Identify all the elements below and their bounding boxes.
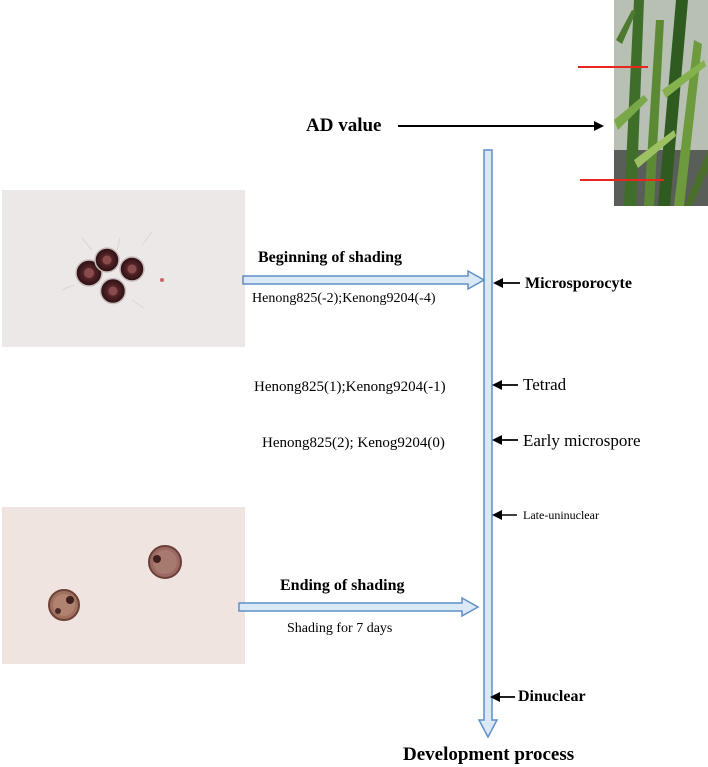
late-uninuclear-label: Late-uninuclear	[523, 508, 599, 522]
shading-duration-label: Shading for 7 days	[287, 621, 393, 636]
dinuclear-label: Dinuclear	[518, 688, 586, 705]
pollen-photo	[2, 507, 245, 664]
ad-beginning-label: Henong825(-2);Kenong9204(-4)	[252, 291, 436, 306]
microsporocyte-photo	[2, 190, 245, 347]
development-process-label: Development process	[403, 744, 575, 765]
ad-tetrad-label: Henong825(1);Kenong9204(-1)	[254, 379, 446, 395]
beginning-shading-arrow	[242, 269, 486, 291]
tetrad-label: Tetrad	[523, 375, 567, 394]
ad-value-label: AD value	[306, 115, 382, 136]
ad-early-label: Henong825(2); Kenog9204(0)	[262, 435, 445, 451]
wheat-plants	[614, 0, 708, 206]
ending-shading-arrow	[238, 596, 480, 618]
microsporocyte-label: Microsporocyte	[525, 275, 632, 292]
microsporocyte-cells	[61, 231, 164, 309]
timeline-arrow	[477, 149, 499, 739]
pollen-grains	[48, 545, 182, 621]
ending-shading-label: Ending of shading	[280, 577, 405, 594]
wheat-photo	[614, 0, 708, 206]
early-microspore-label: Early microspore	[523, 431, 641, 450]
beginning-shading-label: Beginning of shading	[258, 249, 403, 266]
